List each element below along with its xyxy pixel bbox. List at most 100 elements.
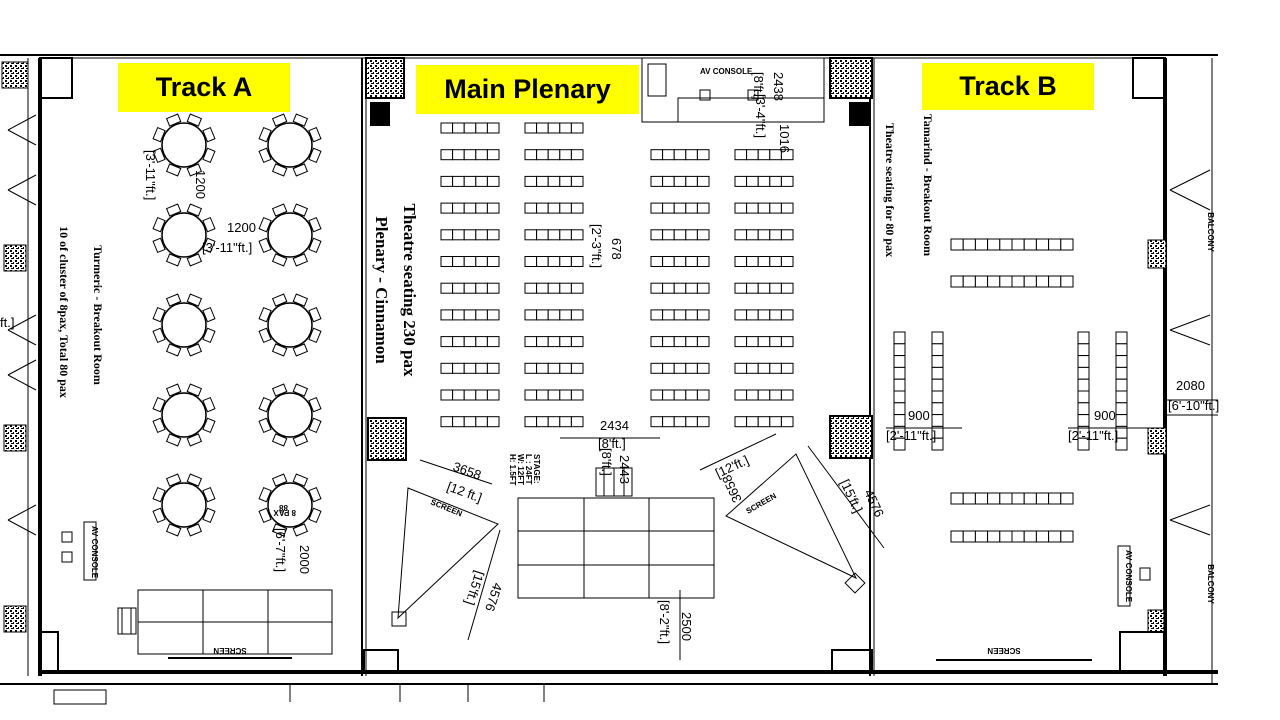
balcony-bottom: BALCONY xyxy=(1206,564,1215,604)
seat-row xyxy=(950,530,1074,543)
plenary-seat-blocks xyxy=(440,122,794,428)
round-table xyxy=(152,383,216,447)
dim-a-2000: 2000 xyxy=(297,545,312,574)
round-table xyxy=(152,293,216,357)
seat-block xyxy=(734,416,794,428)
seat-block xyxy=(734,175,794,187)
tamarind-screen-label: SCREEN xyxy=(987,646,1021,655)
track-b-label: Track B xyxy=(922,63,1094,110)
pillars xyxy=(365,57,1167,673)
dim-p-15ft-r: [15'ft.] xyxy=(837,477,865,515)
track-a-label: Track A xyxy=(118,63,290,112)
stage-spec-line: STAGE: xyxy=(532,454,541,484)
tamarind-room-title: Tamarind - Breakout Room xyxy=(921,114,935,256)
turmeric-av-console-label: AV CONSOLE xyxy=(90,526,99,579)
plenary-name: Plenary - Cinnamon xyxy=(372,216,391,364)
seat-block xyxy=(734,362,794,374)
round-table xyxy=(152,113,216,177)
dim-b-900-r: 900 xyxy=(1094,408,1116,423)
dim-p-8-2: [8'-2"ft.] xyxy=(657,600,672,644)
seat-block xyxy=(734,309,794,321)
turmeric-room-title: Turmeric - Breakout Room xyxy=(91,245,105,385)
seat-block xyxy=(734,282,794,294)
tamarind-capacity: Theatre seating for 80 pax xyxy=(883,123,897,257)
seat-block xyxy=(734,389,794,401)
seat-block xyxy=(734,336,794,348)
seat-row xyxy=(950,238,1074,251)
turmeric-pax: 8 PAX xyxy=(273,508,296,517)
round-table xyxy=(258,203,322,267)
seat-block xyxy=(650,336,710,348)
seat-block xyxy=(440,336,500,348)
seat-block xyxy=(650,256,710,267)
dim-p-12ft-l: [12 ft.] xyxy=(445,479,484,505)
stage-spec-line: H: 1.5FT xyxy=(508,454,517,486)
turmeric-screen-label: SCREEN xyxy=(213,646,247,655)
turmeric-screen: SCREEN xyxy=(117,589,333,659)
bottom-strip xyxy=(53,649,873,705)
round-table xyxy=(258,473,322,537)
turmeric-capacity: 10 of cluster of 8pax, Total 80 pax xyxy=(57,226,71,398)
seat-block xyxy=(440,282,500,294)
building-walls xyxy=(0,54,1218,685)
dim-p-678: 678 xyxy=(609,238,624,260)
turmeric-dimensions: 1200 [3'-11"ft.] 1200 [3'-11"ft.] 2000 [… xyxy=(0,150,312,574)
seat-block xyxy=(734,202,794,214)
left-wall-details xyxy=(1,57,73,676)
seat-block xyxy=(524,122,584,134)
seat-column xyxy=(1077,331,1090,451)
seat-block xyxy=(524,416,584,428)
dim-p-2434: 2434 xyxy=(600,418,629,433)
dim-p-3658-l: 3658 xyxy=(451,459,483,483)
seat-column xyxy=(893,331,906,451)
plenary-screen-left-label: SCREEN xyxy=(429,498,463,519)
seat-block xyxy=(440,256,500,267)
balcony-top: BALCONY xyxy=(1206,212,1215,252)
dim-a-1200-h: 1200 xyxy=(227,220,256,235)
seat-block xyxy=(650,416,710,428)
seat-column xyxy=(1115,331,1128,451)
plenary-seating: Theatre seating 230 pax xyxy=(400,204,419,377)
dim-p-8ft-b: [8'ft.] xyxy=(599,448,614,476)
seat-block xyxy=(440,389,500,401)
seat-block xyxy=(650,175,710,187)
seat-row xyxy=(950,275,1074,288)
stage-spec-line: L : 24FT xyxy=(524,454,533,485)
dim-av-2438: 2438 xyxy=(771,72,786,101)
dim-p-2500: 2500 xyxy=(679,612,694,641)
tamarind-screen: SCREEN xyxy=(936,646,1092,661)
dim-a-3-11-h: [3'-11"ft.] xyxy=(202,240,252,255)
seat-block xyxy=(440,362,500,374)
dim-b-900-l: 900 xyxy=(908,408,930,423)
tamarind-av-console: AV CONSOLE xyxy=(1117,545,1151,607)
round-table xyxy=(258,383,322,447)
seat-block xyxy=(524,256,584,267)
seat-block xyxy=(650,282,710,294)
stage-spec-line: W: 12FT xyxy=(516,454,525,485)
dim-left-edge: ft.] xyxy=(0,315,14,330)
seat-block xyxy=(440,309,500,321)
dim-b-6-10: [6'-10"ft.] xyxy=(1168,398,1219,413)
seat-block xyxy=(524,149,584,161)
seat-block xyxy=(440,175,500,187)
plenary-dimensions: 678 [2'-3"ft.] 2434 [8'ft.] [8'ft.] 2443… xyxy=(560,224,694,660)
seat-block xyxy=(440,122,500,134)
seat-block xyxy=(524,309,584,321)
dim-b-2-11-r: [2'-11"ft.] xyxy=(1068,428,1118,443)
seat-block xyxy=(524,362,584,374)
seat-block xyxy=(524,229,584,241)
seat-block xyxy=(650,362,710,374)
dim-p-8ft: [8'ft.] xyxy=(598,436,626,451)
tamarind-av-console-label: AV CONSOLE xyxy=(1124,550,1133,603)
seat-block xyxy=(734,229,794,241)
dim-a-1200-v: 1200 xyxy=(193,170,208,199)
dim-p-2-3: [2'-3"ft.] xyxy=(589,224,604,268)
round-tables xyxy=(152,113,322,537)
tamarind-dimensions: 900 [2'-11"ft.] 900 [2'-11"ft.] 2080 [6'… xyxy=(886,212,1219,604)
seat-block xyxy=(650,309,710,321)
round-table xyxy=(258,293,322,357)
dim-b-2080: 2080 xyxy=(1176,378,1205,393)
dim-p-15ft-l: [15'ft.] xyxy=(462,569,487,607)
